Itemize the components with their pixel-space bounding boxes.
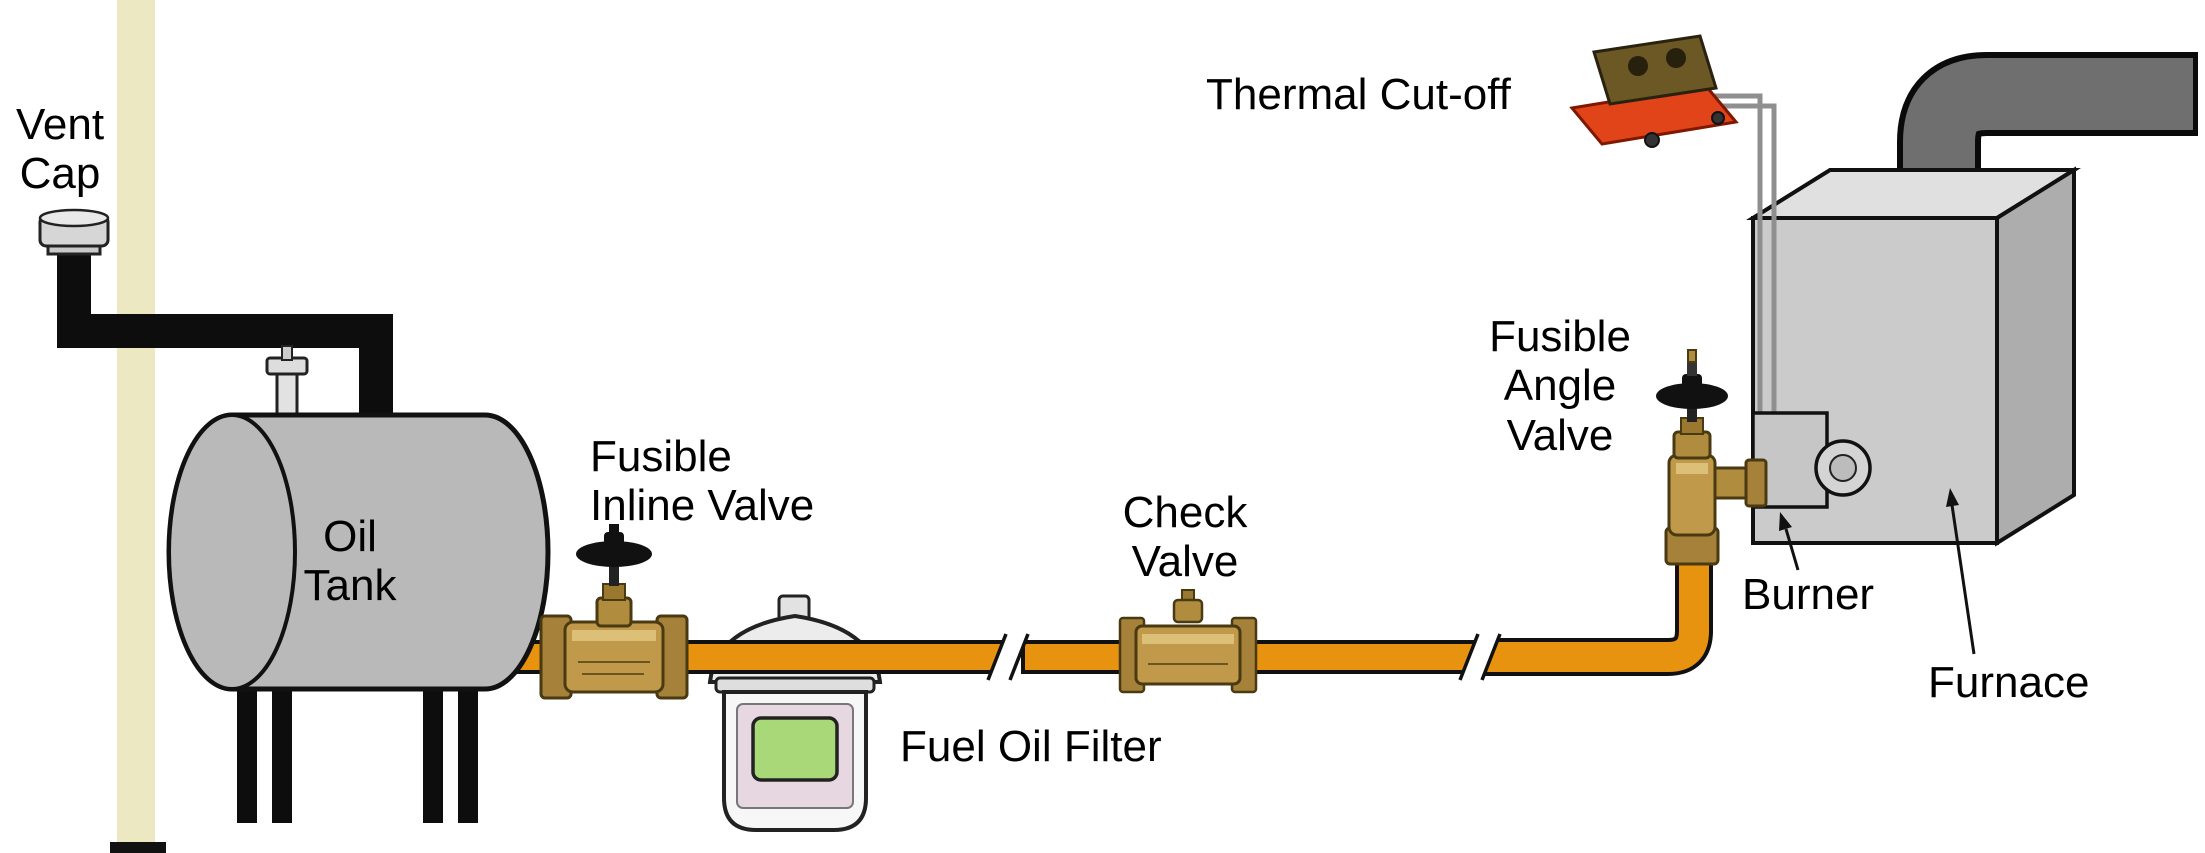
valve-highlight [572,630,656,641]
break-cut-line [986,633,1008,681]
capillary-tube [1700,103,1777,452]
thermal-cutoff-label: Thermal Cut-off [1206,70,1511,119]
valve-handwheel-hub [1682,374,1702,394]
burner-unit [1751,411,1872,509]
filter-sight-window [751,716,839,782]
capillary-tube [1700,93,1763,452]
valve-highlight [1142,634,1234,644]
fusible-angle-valve-label: Fusible Angle Valve [1489,312,1631,460]
floor-mark [110,842,166,853]
vent-cap-top [38,208,110,228]
break-gap [1460,634,1500,680]
pointer-line [1950,504,1976,655]
valve-bonnet [1672,430,1712,460]
cutoff-box [1592,34,1718,106]
cutoff-hole [1666,48,1686,68]
cutoff-screw [1711,111,1725,125]
furnace-label: Furnace [1928,658,2090,707]
fusible-inline-valve-label: Fusible Inline Valve [590,432,815,531]
valve-bonnet [595,596,633,628]
valve-handwheel-hub [604,532,624,552]
vent-pipe [57,238,393,448]
valve-stem [609,554,619,586]
valve-handwheel [576,541,652,567]
fusible-angle-valve-icon [1656,349,1768,566]
valve-stem-tip [1687,349,1697,363]
fuel-line-segment-3 [1482,560,1713,676]
check-valve-icon [1118,589,1258,694]
pointer-arrowhead [1946,488,1959,507]
furnace-side-face [1995,166,2076,547]
break-cut-line [1008,633,1030,681]
pointer-arrowhead [1779,512,1792,531]
burner-motor-hub [1829,454,1857,482]
valve-handwheel-knob [609,524,619,534]
wall-stripe-band [117,0,155,853]
filter-lip [714,676,876,694]
oil-tank-label: Oil Tank [303,512,397,611]
valve-stem-top [1687,360,1697,376]
pipe-break-2 [1458,633,1502,681]
cutoff-hole [1628,56,1648,76]
valve-packing-nut [602,583,626,601]
break-cut-line [1480,633,1502,681]
burner-pointer [1779,512,1800,571]
check-valve-label: Check Valve [1122,488,1248,587]
fusible-inline-valve-icon [539,524,689,700]
oil-tank [166,412,551,692]
cutoff-screw [1644,132,1660,148]
valve-outlet-nut [1744,458,1768,508]
fuel-oil-filter-label: Fuel Oil Filter [900,722,1162,771]
thermal-cutoff-device [1569,34,1739,148]
fill-cap-knob [281,345,293,361]
wall-stripe [110,0,166,853]
valve-handwheel [1656,383,1728,409]
vent-pipe-run [57,238,393,448]
pipe-break-1 [986,633,1030,681]
break-cut-line [1458,633,1480,681]
vent-cap-icon [38,208,110,256]
vent-cap-label: Vent Cap [15,100,105,199]
burner-label: Burner [1742,570,1875,619]
break-gap [988,634,1028,680]
fuel-oil-filter [702,594,888,832]
valve-top-cap [1172,598,1204,624]
pointer-line [1784,528,1800,571]
flue-body [1903,58,2193,210]
flue-pipe [1897,52,2198,210]
valve-highlight [1676,463,1708,474]
tank-end-cap [167,413,297,691]
furnace-pointer [1946,488,1976,655]
fuel-pipe-elbow [1482,560,1709,672]
thermal-capillary-tubes [1700,93,1777,452]
